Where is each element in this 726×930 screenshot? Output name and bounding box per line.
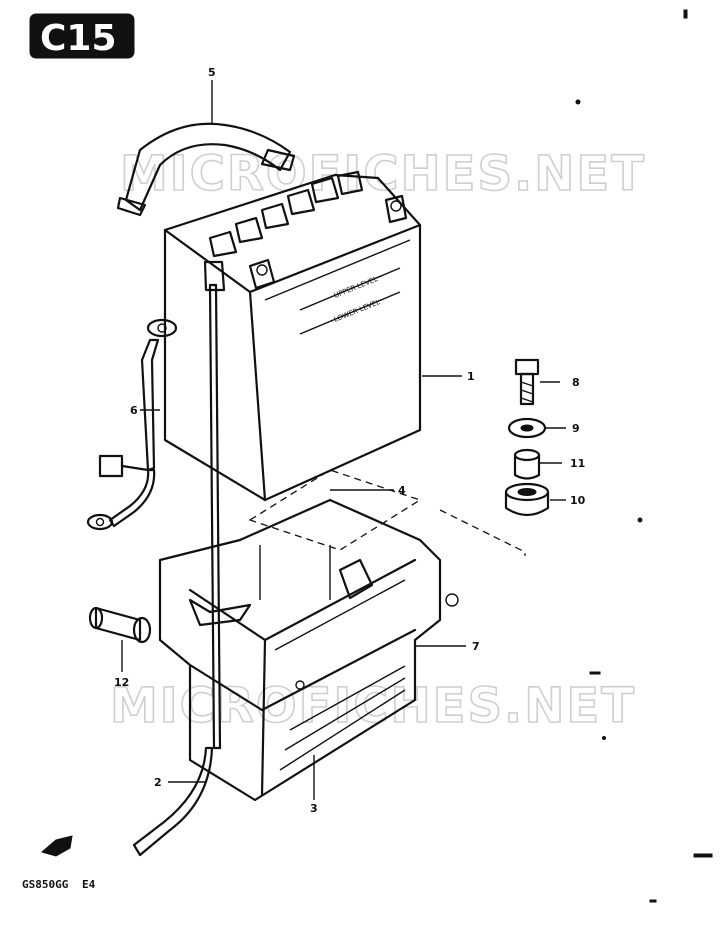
grommet (504, 482, 550, 517)
washer (507, 417, 547, 439)
battery-cushion (248, 469, 422, 551)
callout-8: 8 (572, 376, 580, 389)
callout-7: 7 (472, 640, 480, 653)
lower-level-mark: LOWER LEVEL (333, 298, 382, 324)
callout-2: 2 (154, 776, 162, 789)
battery: UPPER LEVEL LOWER LEVEL (163, 170, 422, 502)
model-suffix: E4 (82, 878, 96, 891)
callout-3: 3 (310, 802, 318, 815)
page-code-badge: C15 (29, 13, 135, 59)
watermark-top: MICROFICHES.NET (120, 146, 646, 202)
callout-4: 4 (398, 484, 406, 497)
sleeve (88, 606, 152, 644)
front-arrow-icon (40, 835, 73, 857)
callout-11: 11 (570, 457, 585, 470)
callout-9: 9 (572, 422, 580, 435)
scan-specks (575, 9, 713, 903)
callout-6: 6 (130, 404, 138, 417)
callout-1: 1 (467, 370, 475, 383)
breather-tube (132, 260, 226, 857)
leader-lines (121, 80, 566, 800)
bolt (514, 358, 540, 406)
callout-5: 5 (208, 66, 216, 79)
battery-holder (158, 498, 459, 802)
upper-level-mark: UPPER LEVEL (333, 275, 379, 300)
battery-strap (116, 122, 296, 217)
page-code: C15 (40, 18, 117, 59)
callout-12: 12 (114, 676, 129, 689)
spacer (513, 448, 541, 480)
callout-10: 10 (570, 494, 586, 507)
lead-wire (86, 318, 178, 531)
watermark-bottom: MICROFICHES.NET (110, 678, 636, 734)
model-label: GS850GG (22, 878, 69, 891)
